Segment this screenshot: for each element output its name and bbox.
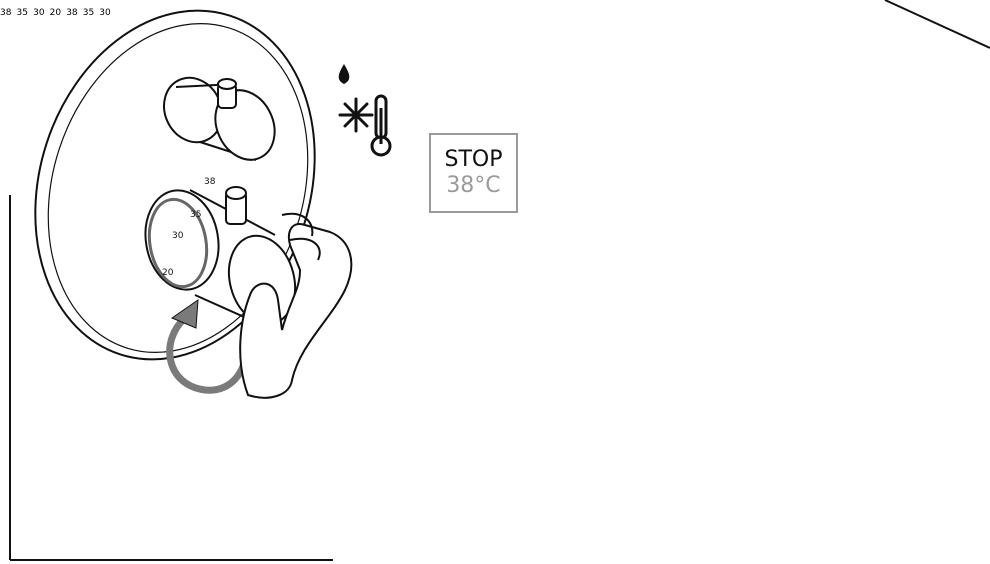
thermometer-icon <box>372 96 390 155</box>
stop-temperature-sign: STOP 38°C <box>429 133 518 213</box>
left-scale-20: 20 <box>162 268 174 278</box>
left-scale-30: 30 <box>172 231 184 241</box>
left-mixer-unit <box>0 0 358 398</box>
left-scale-38: 38 <box>204 177 216 187</box>
stop-temperature: 38°C <box>446 173 500 199</box>
left-scale-35: 35 <box>190 210 201 220</box>
cold-indicator <box>339 64 390 155</box>
stop-label: STOP <box>445 147 503 173</box>
water-drop-icon <box>339 64 350 84</box>
snowflake-icon <box>340 99 372 131</box>
